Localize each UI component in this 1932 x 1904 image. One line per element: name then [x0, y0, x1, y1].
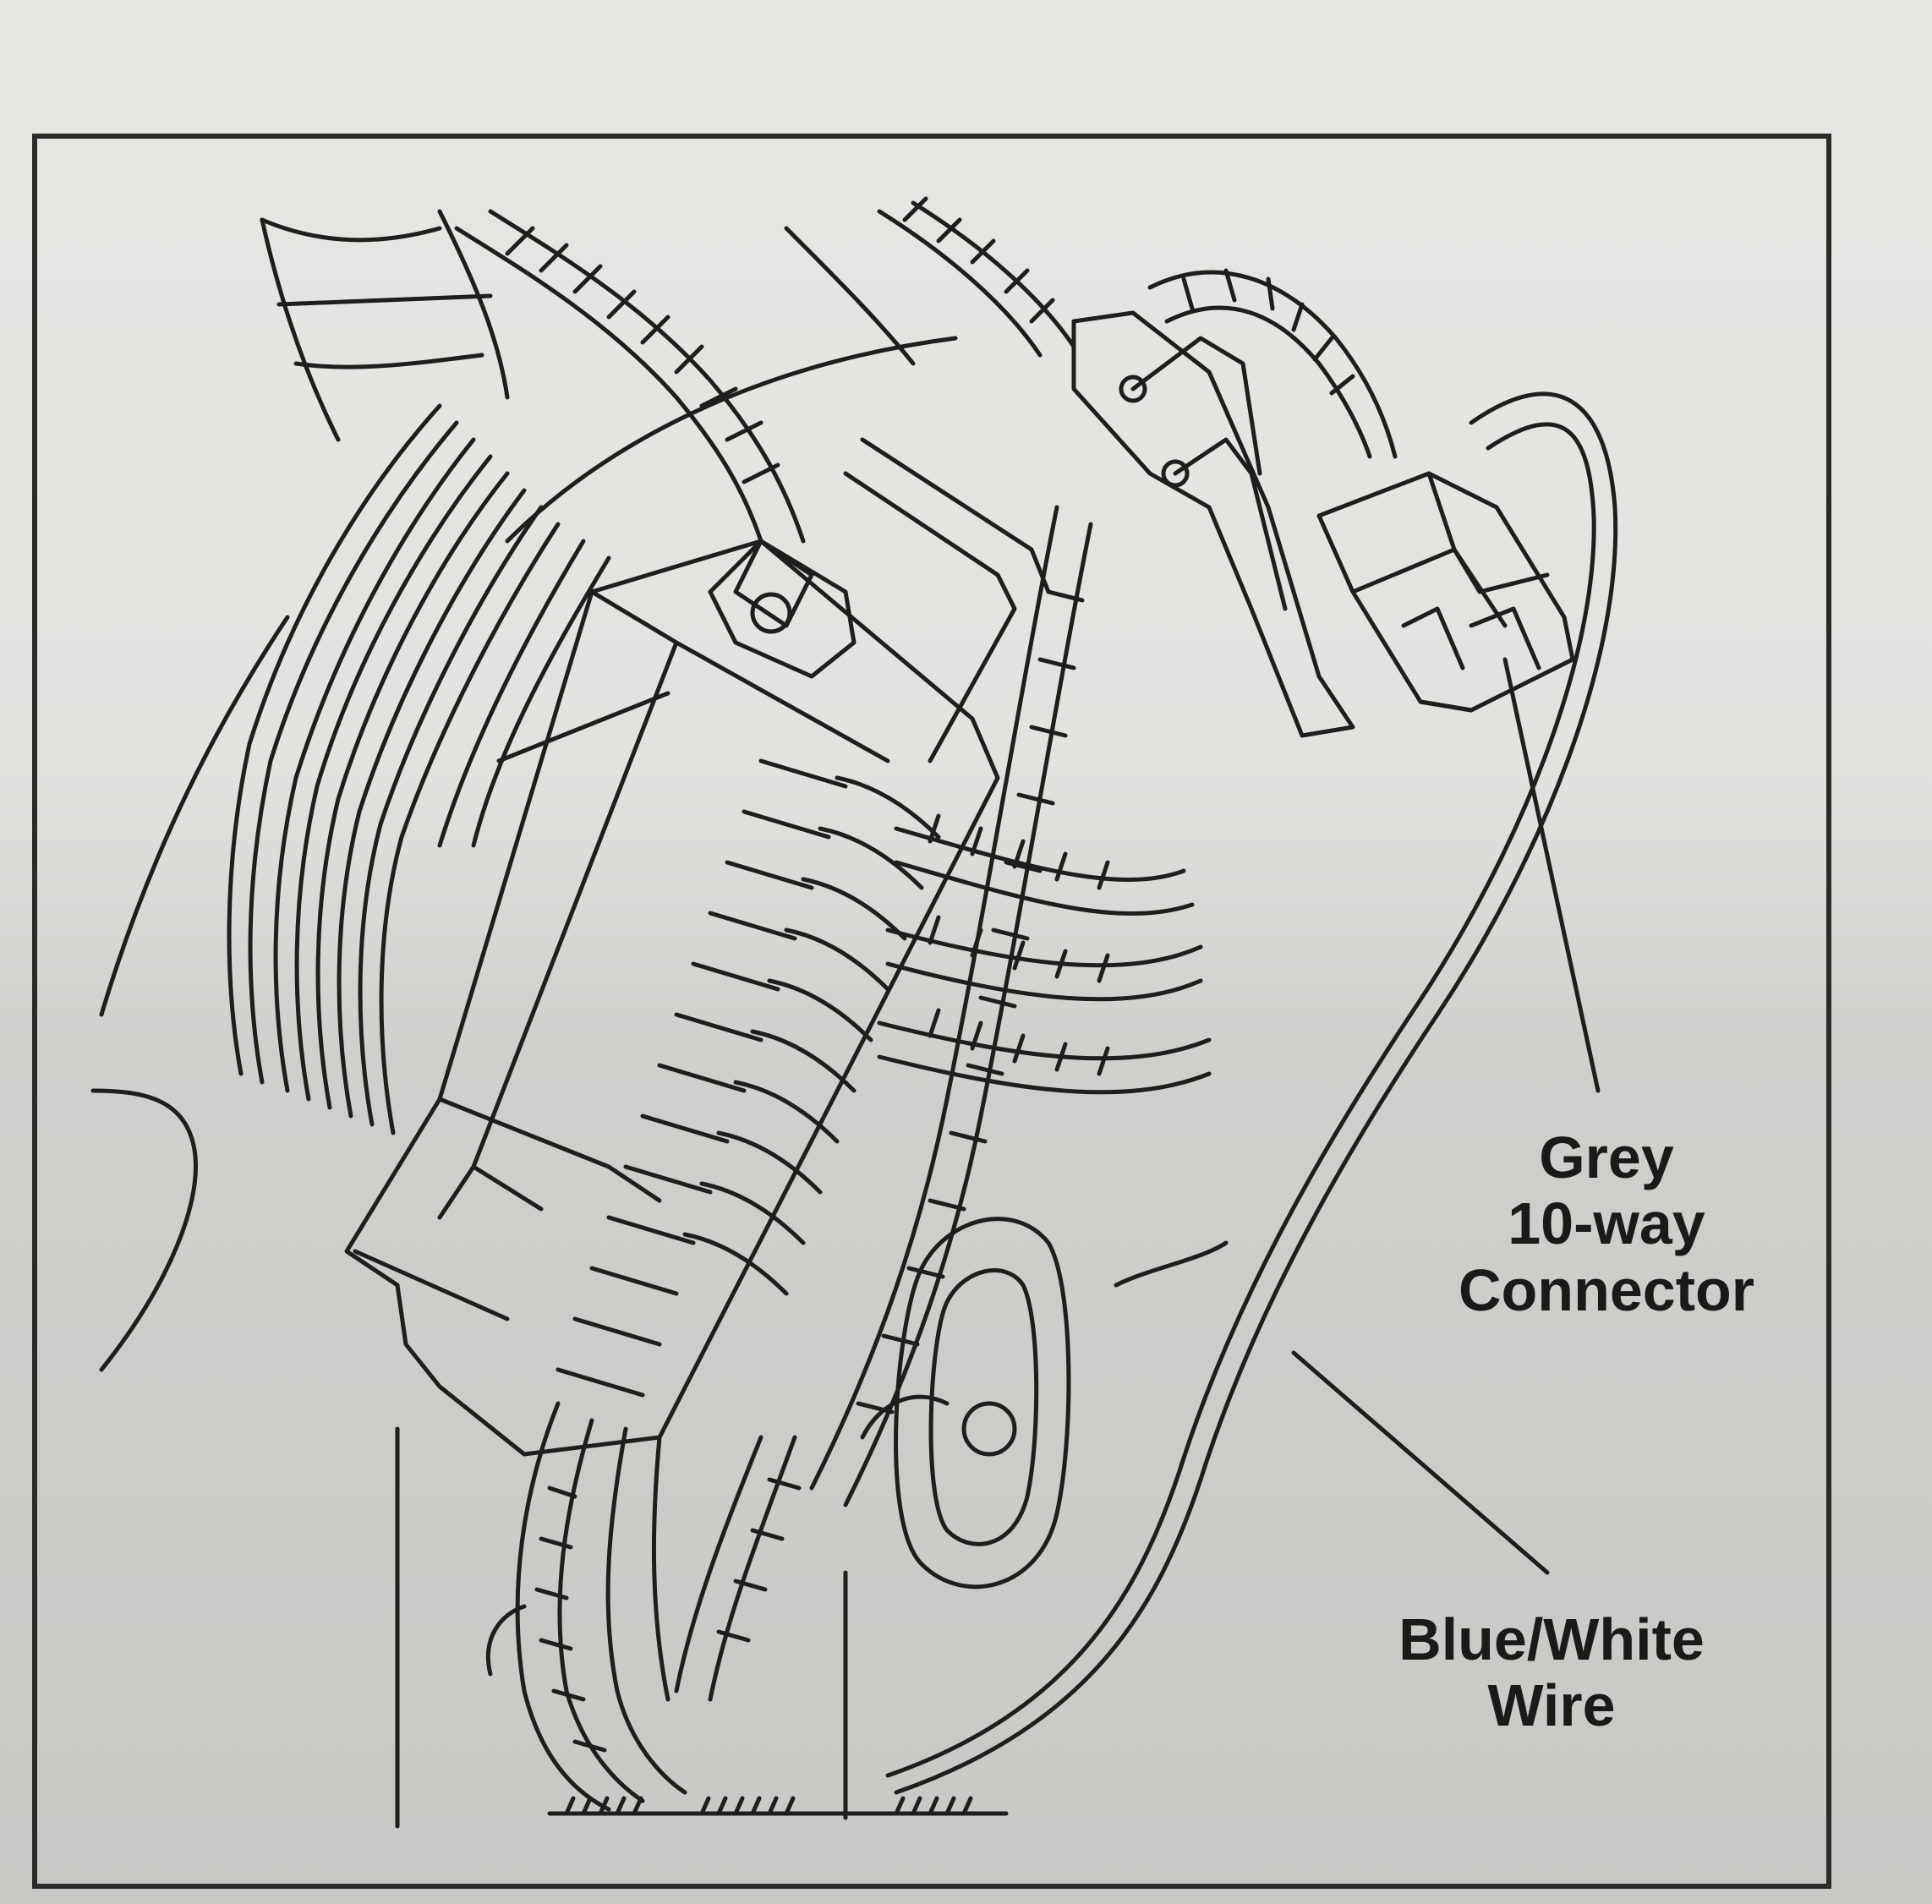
mounting-tab	[708, 539, 857, 679]
blue-white-wire-label: Blue/White Wire	[1319, 1606, 1784, 1739]
connector-bracket	[1071, 310, 1355, 738]
upper-harness-braid	[454, 209, 806, 544]
connector-harness	[1147, 268, 1398, 459]
grey-connector-label-line1: Grey	[1539, 1124, 1674, 1190]
fuse-rows	[556, 758, 941, 1398]
body-panel-outline	[90, 226, 1229, 1829]
left-wire-fan	[227, 403, 611, 1135]
grey-connector-label: Grey 10-way Connector	[1395, 1124, 1818, 1323]
blue-white-wire-label-line1: Blue/White	[1398, 1606, 1705, 1672]
grey-10-way-connector[interactable]	[1316, 471, 1575, 713]
blue-white-wire-label-line2: Wire	[1487, 1672, 1616, 1739]
upper-harness-left	[260, 209, 510, 442]
grommet-loop	[860, 1217, 1071, 1589]
upper-harness-right	[877, 196, 1076, 358]
grey-connector-label-line3: Connector	[1459, 1256, 1754, 1323]
junction-block	[344, 437, 1051, 1457]
blue-white-wire[interactable]	[885, 391, 1618, 1795]
grey-connector-label-line2: 10-way	[1508, 1190, 1705, 1257]
callout-leaders	[1291, 657, 1601, 1575]
right-braided-loops	[877, 813, 1212, 1095]
lower-harness	[485, 1401, 802, 1812]
diagram-frame	[32, 134, 1831, 1889]
center-vertical-harness	[809, 505, 1093, 1507]
floor-ground	[547, 1796, 1009, 1816]
